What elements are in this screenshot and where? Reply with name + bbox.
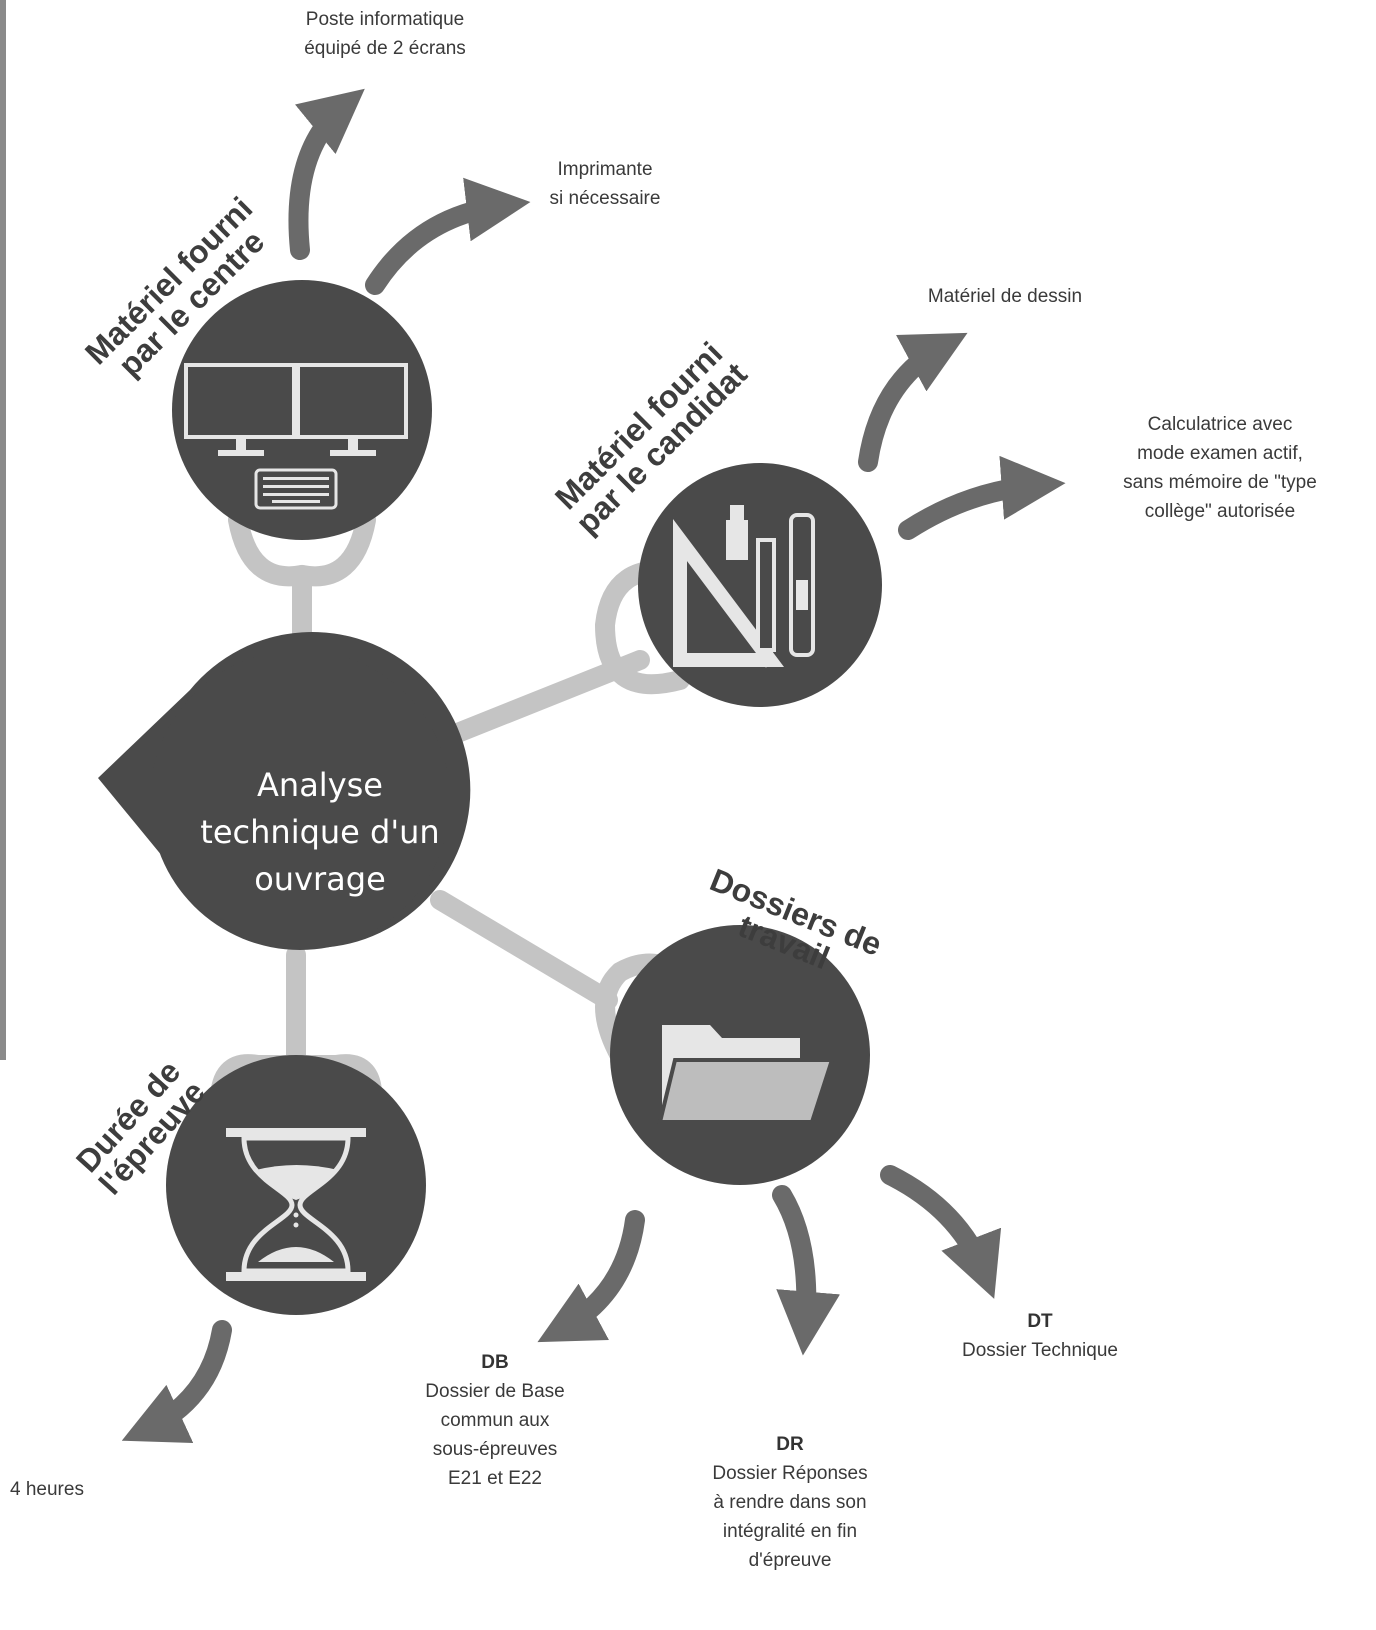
leaf-dr: DR Dossier Réponses à rendre dans son in…	[680, 1430, 900, 1575]
leaf-dt-code: DT	[1027, 1311, 1053, 1332]
arrow-to-computer-station	[288, 88, 365, 260]
central-topic-line: Analyse	[257, 766, 383, 804]
monitors-keyboard-icon	[184, 363, 408, 510]
page-left-rule	[0, 0, 6, 1060]
link-centre-material-ring	[228, 510, 376, 587]
leaf-duration: 4 heures	[10, 1479, 84, 1500]
drawing-tools-icon	[673, 505, 815, 668]
folder-icon	[657, 1025, 835, 1124]
arrow-to-db	[537, 1210, 645, 1343]
leaf-printer: Imprimante si nécessaire	[549, 159, 661, 209]
link-candidate-material	[430, 650, 650, 750]
leaf-dr-code: DR	[776, 1434, 804, 1455]
leaf-calculator: Calculatrice avec mode examen actif, san…	[1123, 414, 1317, 522]
leaf-dt: DT Dossier Technique	[930, 1307, 1150, 1365]
leaf-drawing-material: Matériel de dessin	[927, 286, 1083, 307]
arrow-to-duration	[121, 1320, 232, 1443]
hourglass-icon	[226, 1128, 366, 1281]
link-work-files	[430, 890, 618, 1010]
arrow-to-drawing-material	[858, 332, 968, 472]
arrows	[121, 88, 1066, 1443]
arrow-to-dr	[772, 1185, 841, 1356]
arrow-to-calculator	[898, 455, 1066, 540]
central-topic-line: technique d'un	[200, 813, 440, 851]
leaf-computer-station: Poste informatique équipé de 2 écrans	[304, 9, 466, 59]
central-topic-line: ouvrage	[254, 860, 386, 898]
arrow-to-dt	[880, 1165, 1002, 1299]
arrow-to-printer	[365, 177, 531, 295]
central-topic: Analyse technique d'un ouvrage	[170, 762, 470, 903]
leaf-db-code: DB	[481, 1352, 509, 1373]
leaf-db: DB Dossier de Base commun aux sous-épreu…	[395, 1348, 595, 1493]
